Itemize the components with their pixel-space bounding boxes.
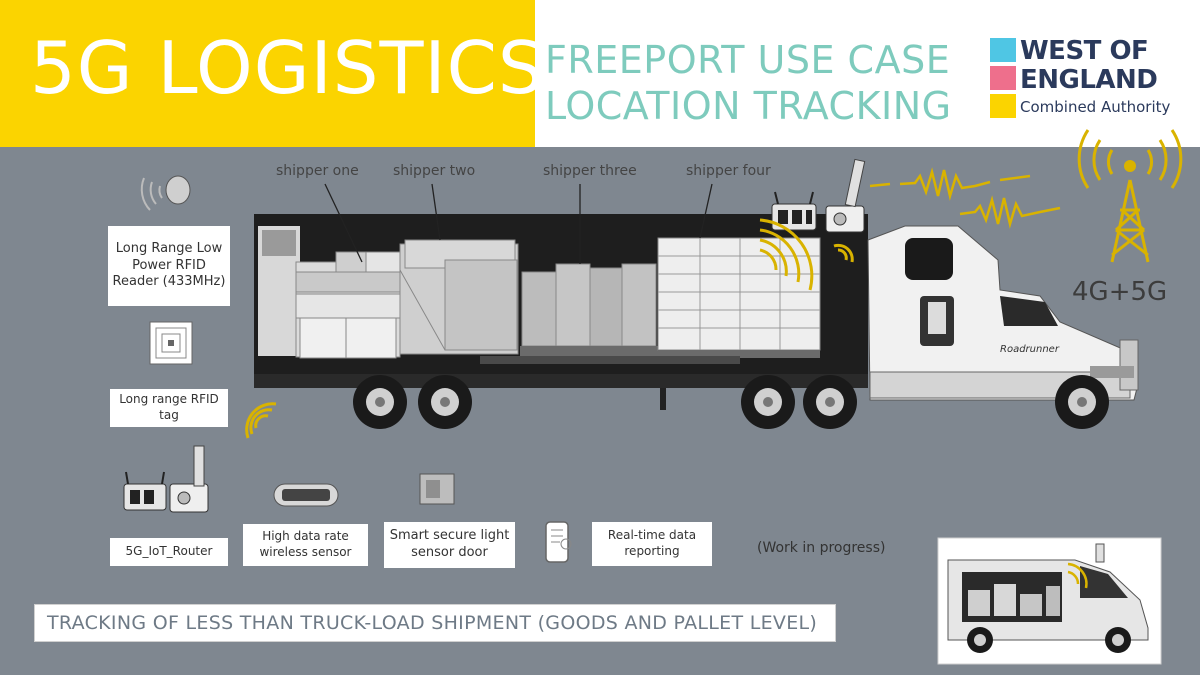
cell-tower-icon — [1077, 129, 1183, 263]
5g-router-icon — [123, 445, 209, 513]
phone-reporting-icon — [545, 521, 572, 563]
logo-line-3: Combined Authority — [1020, 98, 1171, 116]
reporting-label: Real-time data reporting — [592, 522, 712, 566]
status-note: (Work in progress) — [757, 540, 886, 556]
truck-cab: Roadrunner — [867, 225, 1139, 401]
cargo-shipper-one — [295, 251, 407, 359]
truck-signal-icon — [759, 218, 814, 291]
roof-sensor-icon — [825, 158, 866, 233]
footer-banner: TRACKING OF LESS THAN TRUCK-LOAD SHIPMEN… — [34, 604, 836, 642]
subtitle-band — [535, 0, 1200, 147]
label-shipper-two: shipper two — [393, 163, 476, 179]
door-sensor-label: Smart secure light sensor door — [384, 522, 515, 568]
logo-square-blue — [990, 38, 1016, 62]
subtitle-line-2: LOCATION TRACKING — [545, 84, 952, 128]
door-signal-icon — [833, 243, 854, 263]
cargo-shipper-two — [399, 239, 519, 355]
wireless-sensor-icon — [273, 483, 339, 507]
door-sensor-icon — [419, 473, 455, 505]
logo-square-pink — [990, 66, 1016, 90]
label-shipper-one: shipper one — [276, 163, 359, 179]
logo-square-yellow — [990, 94, 1016, 118]
label-shipper-three: shipper three — [543, 163, 637, 179]
van-thumbnail — [937, 537, 1162, 665]
wireless-sensor-label: High data rate wireless sensor — [243, 524, 368, 566]
rfid-tag-icon — [149, 321, 193, 365]
roof-router-icon — [771, 191, 817, 231]
uplink-waves — [869, 167, 1061, 229]
title-band — [0, 0, 535, 147]
tag-signal-icon — [245, 402, 277, 439]
west-of-england-logo: WEST OF ENGLAND Combined Authority — [990, 38, 1175, 118]
label-shipper-four: shipper four — [686, 163, 771, 179]
svg-text:Roadrunner: Roadrunner — [1000, 344, 1060, 355]
shipper-pointer-lines — [324, 183, 713, 264]
rfid-tag-label: Long range RFID tag — [110, 389, 228, 427]
logo-line-2: ENGLAND — [1020, 65, 1158, 95]
network-label: 4G+5G — [1072, 277, 1168, 307]
wheels — [353, 375, 1109, 429]
page-title: 5G LOGISTICS — [30, 26, 545, 110]
rfid-reader-icon — [140, 175, 191, 211]
cargo-shipper-four — [657, 237, 821, 358]
trailer — [254, 214, 868, 388]
router-label: 5G_IoT_Router — [110, 538, 228, 566]
logo-line-1: WEST OF — [1020, 36, 1149, 66]
cargo-shipper-three — [520, 263, 660, 356]
rfid-reader-label: Long Range Low Power RFID Reader (433MHz… — [108, 226, 230, 306]
subtitle-line-1: FREEPORT USE CASE — [545, 38, 951, 82]
